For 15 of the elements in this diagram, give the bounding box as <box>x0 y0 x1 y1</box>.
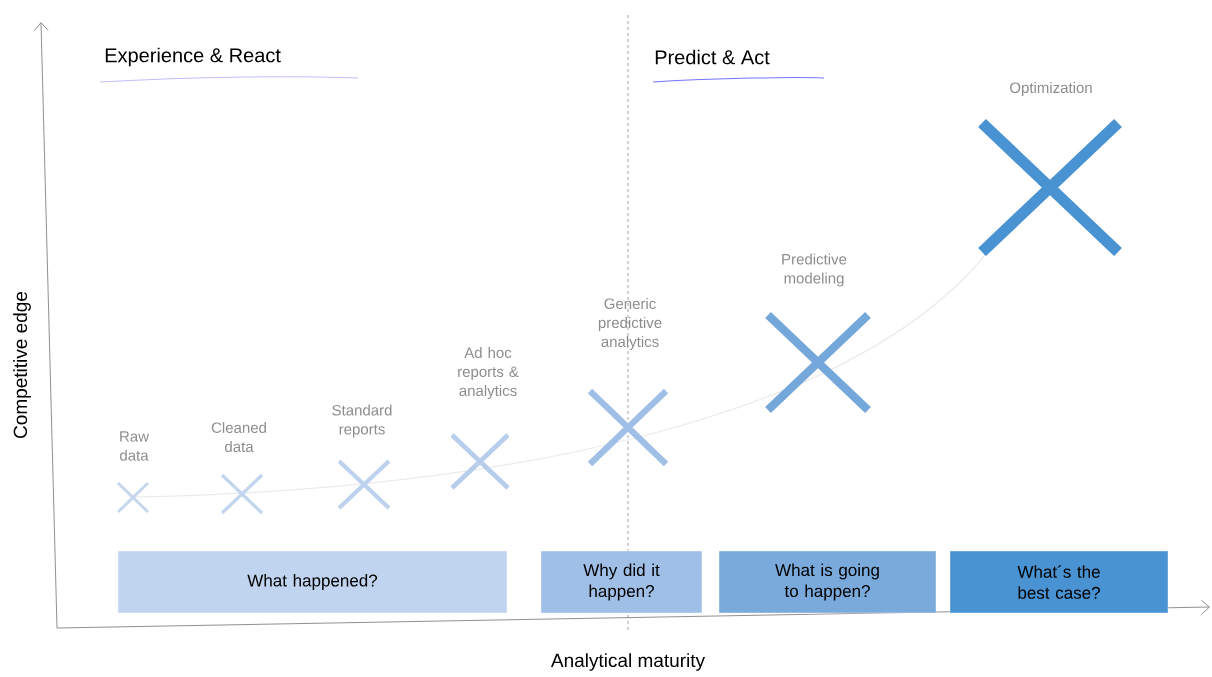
stage-label: Ad hoc reports & analytics <box>458 347 519 399</box>
axis-title: Analytical maturity <box>550 653 705 671</box>
question-box: What is going to happen? <box>718 550 937 614</box>
stage-label: Raw data <box>120 431 150 461</box>
stage-label: Predictive modeling <box>782 253 847 287</box>
stage-label: Optimization <box>1010 82 1092 96</box>
section-heading: Experience & React <box>105 47 281 67</box>
axis-title: Competitive edge <box>13 291 31 438</box>
stage-label: Cleaned data <box>211 422 266 452</box>
question-box: Why did it happen? <box>540 550 703 614</box>
section-heading: Predict & Act <box>655 49 770 65</box>
stage-label: Generic predictive analytics <box>598 298 662 350</box>
stage-label: Standard reports <box>332 404 392 438</box>
question-box: What´s the best case? <box>949 550 1169 614</box>
question-box: What happened? <box>117 550 508 614</box>
